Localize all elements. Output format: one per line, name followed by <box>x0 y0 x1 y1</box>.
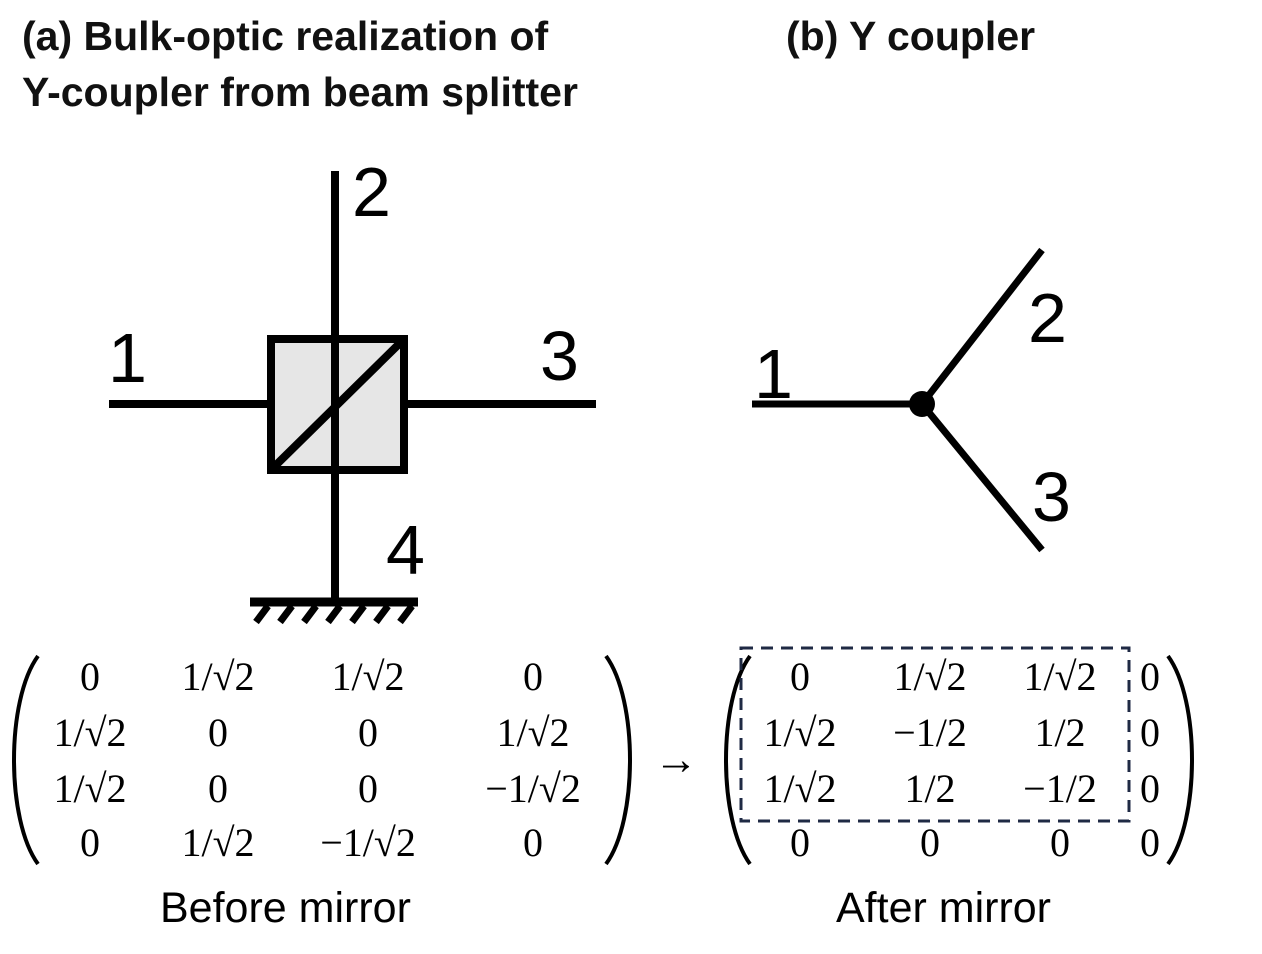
matrix-after-cell-r3-c4: 0 <box>1140 766 1160 811</box>
port-b1-label: 1 <box>754 335 793 413</box>
matrix-before-cell-r3-c4: −1/√2 <box>485 766 581 811</box>
matrix-after-cell-r3-c2: 1/2 <box>904 766 955 811</box>
caption-before-mirror: Before mirror <box>160 884 411 932</box>
matrix-before-cell-r3-c2: 0 <box>208 766 228 811</box>
panel-a-title-line1: (a) Bulk-optic realization of <box>22 13 549 59</box>
matrix-after-cell-r2-c4: 0 <box>1140 710 1160 755</box>
port-a1-label: 1 <box>108 319 147 397</box>
matrix-after-cell-r1-c1: 0 <box>790 654 810 699</box>
caption-after-mirror: After mirror <box>836 884 1051 932</box>
matrix-before-cell-r2-c4: 1/√2 <box>496 710 569 755</box>
beam-splitter-diagram: 1 2 3 4 <box>108 153 596 625</box>
matrix-before-right-paren <box>604 654 632 866</box>
port-a2-label: 2 <box>352 153 391 231</box>
matrix-before-cell-r2-c2: 0 <box>208 710 228 755</box>
y-coupler-diagram: 1 2 3 <box>752 247 1071 553</box>
matrix-before-cell-r1-c1: 0 <box>80 654 100 699</box>
mirror-hatching <box>253 603 415 625</box>
matrix-after: 0 1/√2 1/√2 0 1/√2 −1/2 1/2 0 1/√2 1/2 −1/2 0 0 0 0 0 <box>724 646 1194 866</box>
matrix-after-cell-r4-c4: 0 <box>1140 820 1160 865</box>
matrix-before: 0 1/√2 1/√2 0 1/√2 0 0 1/√2 1/√2 0 0 −1/√2 0 1/√2 −1/√… <box>12 654 632 866</box>
port-b2-label: 2 <box>1028 279 1067 357</box>
port-a4-label: 4 <box>386 511 425 589</box>
y-port2-branch <box>919 247 1045 407</box>
matrix-after-cell-r1-c3: 1/√2 <box>1023 654 1096 699</box>
matrix-before-cell-r1-c3: 1/√2 <box>331 654 404 699</box>
matrix-before-cell-r3-c1: 1/√2 <box>53 766 126 811</box>
matrix-after-left-paren <box>724 654 752 866</box>
matrix-after-right-paren <box>1166 654 1194 866</box>
matrix-before-cell-r2-c3: 0 <box>358 710 378 755</box>
splitter-diagonal <box>272 340 403 469</box>
matrix-after-cell-r4-c2: 0 <box>920 820 940 865</box>
matrix-after-cell-r1-c2: 1/√2 <box>893 654 966 699</box>
matrix-after-cell-r3-c3: −1/2 <box>1023 766 1097 811</box>
matrix-after-cell-r4-c1: 0 <box>790 820 810 865</box>
matrix-before-left-paren <box>12 654 40 866</box>
matrix-before-cell-r2-c1: 1/√2 <box>53 710 126 755</box>
matrix-after-cell-r2-c3: 1/2 <box>1034 710 1085 755</box>
matrix-before-cell-r4-c2: 1/√2 <box>181 820 254 865</box>
matrix-before-cell-r4-c1: 0 <box>80 820 100 865</box>
matrix-before-cell-r4-c3: −1/√2 <box>320 820 416 865</box>
matrix-before-cell-r4-c4: 0 <box>523 820 543 865</box>
port-a3-label: 3 <box>540 317 579 395</box>
matrix-after-cell-r2-c1: 1/√2 <box>763 710 836 755</box>
matrix-after-cell-r4-c3: 0 <box>1050 820 1070 865</box>
y-junction-node <box>909 391 935 417</box>
matrix-after-cell-r1-c4: 0 <box>1140 654 1160 699</box>
matrix-after-cell-r2-c2: −1/2 <box>893 710 967 755</box>
panel-a-title-line2: Y-coupler from beam splitter <box>22 69 578 115</box>
matrix-before-cell-r1-c2: 1/√2 <box>181 654 254 699</box>
matrix-before-cell-r1-c4: 0 <box>523 654 543 699</box>
panel-b-title: (b) Y coupler <box>786 13 1036 59</box>
matrix-before-cell-r3-c3: 0 <box>358 766 378 811</box>
port-b3-label: 3 <box>1032 458 1071 536</box>
transform-arrow: → <box>654 735 698 784</box>
matrix-after-cell-r3-c1: 1/√2 <box>763 766 836 811</box>
y-port3-branch <box>919 401 1045 553</box>
